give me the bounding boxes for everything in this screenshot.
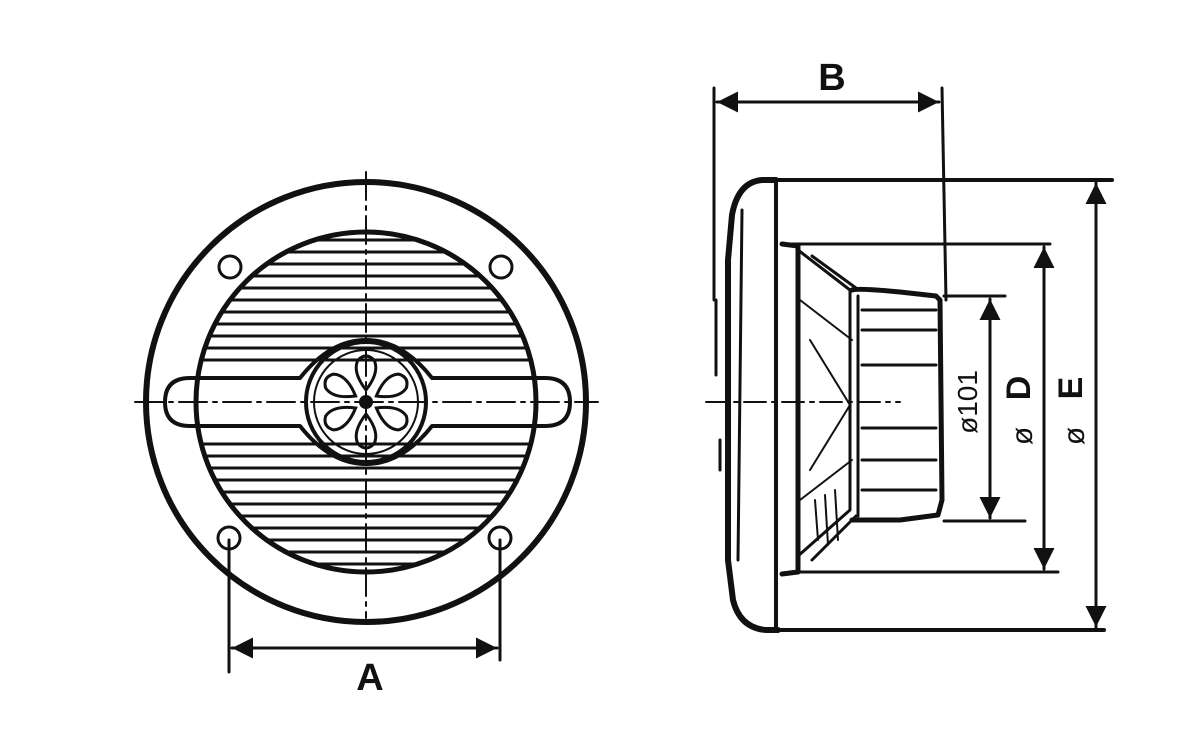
dimension-b-label: B	[818, 57, 845, 99]
tweeter-petal	[374, 405, 409, 432]
front-view: A	[134, 171, 599, 699]
tweeter-petal	[323, 405, 358, 432]
tweeter-petal	[374, 372, 409, 399]
dimension-e-letter: E	[1052, 377, 1090, 400]
speaker-basket	[779, 241, 858, 577]
dimension-magnet-label: ø101	[952, 370, 983, 434]
side-view: B ø101 D ø E ø	[705, 57, 1114, 633]
mounting-hole-top-left	[217, 254, 243, 280]
bezel	[725, 177, 781, 633]
dimension-d-symbol: ø	[1006, 427, 1039, 445]
dimension-d-letter: D	[1000, 376, 1038, 401]
magnet	[814, 286, 945, 546]
tweeter-petal	[323, 372, 358, 399]
mounting-hole-top-right	[488, 254, 514, 280]
dimension-a-label: A	[356, 657, 383, 699]
dimension-e-symbol: ø	[1058, 427, 1091, 445]
